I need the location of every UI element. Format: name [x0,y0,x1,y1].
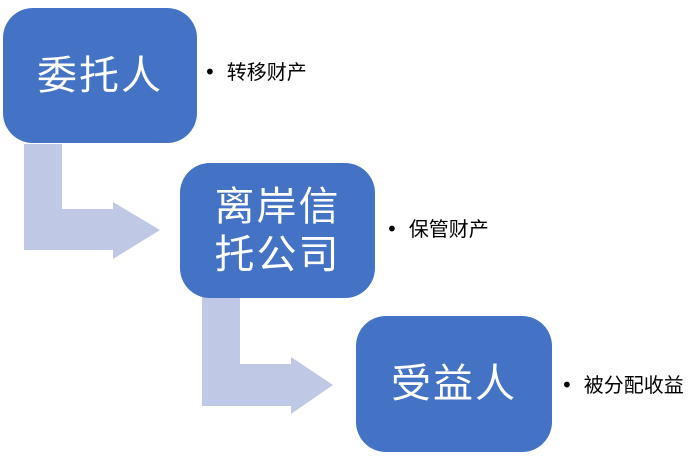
bullet-dot: • [561,373,573,397]
node-offshore-trust-company-label-line-2: 托公司 [214,231,341,278]
bent-arrow-2 [202,297,333,414]
node-beneficiary: 受益人 [356,316,552,452]
node-settlor-label: 委托人 [37,52,163,99]
bullet-item-transfer-assets: • 转移财产 [204,60,307,84]
bullet-dot: • [386,217,398,241]
node-offshore-trust-company: 离岸信 托公司 [180,163,375,298]
bullet-text-distributed-income: 被分配收益 [583,373,684,397]
node-settlor: 委托人 [3,8,197,143]
node-offshore-trust-company-label-line-1: 离岸信 [214,183,341,230]
bent-arrow-1 [24,144,160,259]
bullet-text-safekeep-assets: 保管财产 [408,217,489,241]
bullet-item-safekeep-assets: • 保管财产 [386,217,489,241]
node-beneficiary-label: 受益人 [391,361,517,407]
bullet-dot: • [204,60,216,84]
bullet-text-transfer-assets: 转移财产 [226,60,307,84]
bullet-item-distributed-income: • 被分配收益 [561,373,684,397]
